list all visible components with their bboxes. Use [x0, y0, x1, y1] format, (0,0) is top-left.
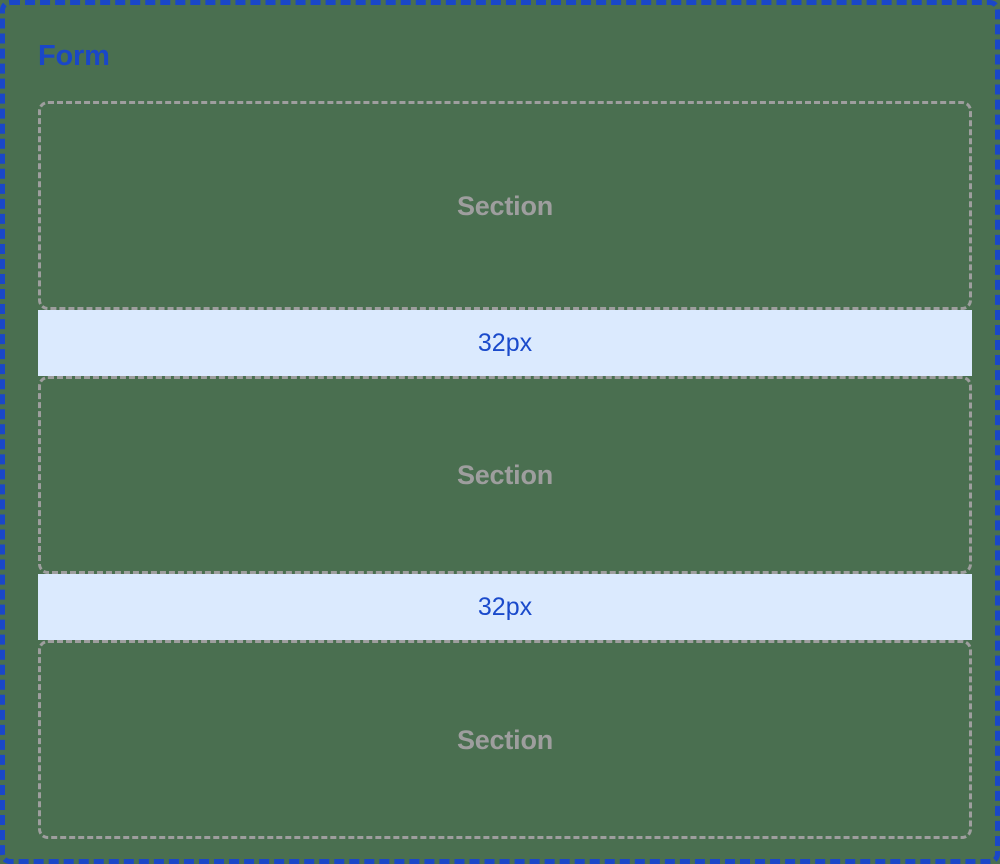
section-box-2: Section [38, 376, 972, 574]
section-label: Section [456, 460, 554, 490]
section-box-3: Section [38, 640, 972, 839]
section-box-1: Section [38, 101, 972, 310]
spacer-band-2: 32px [38, 574, 972, 640]
spacer-band-1: 32px [38, 310, 972, 376]
form-title: Form [38, 40, 110, 72]
section-label: Section [456, 190, 554, 221]
spacer-label: 32px [477, 329, 533, 357]
spacer-label: 32px [477, 593, 533, 621]
section-label: Section [456, 724, 554, 755]
form-sections-stack: Section 32px Section 32px Section [38, 101, 972, 839]
